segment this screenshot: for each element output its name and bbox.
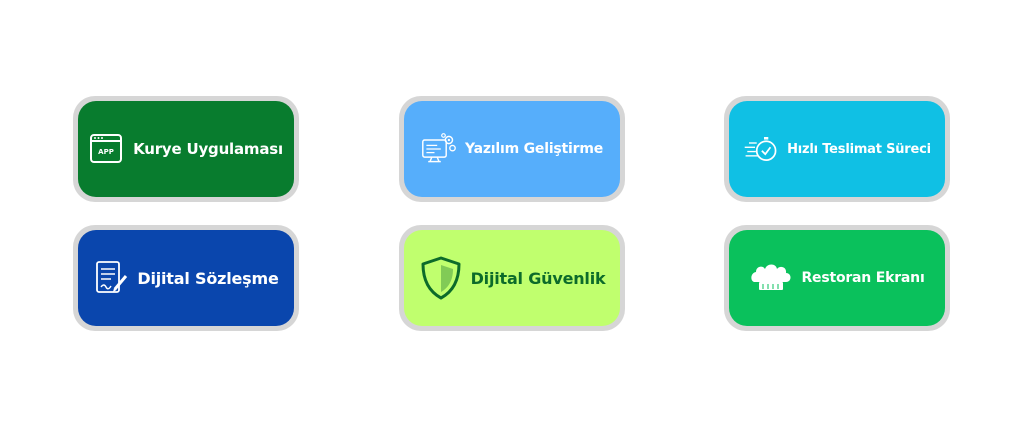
- card-frame-kurye: APP Kurye Uygulaması: [73, 96, 299, 202]
- svg-text:APP: APP: [98, 148, 114, 156]
- app-window-icon: APP: [89, 131, 125, 167]
- shield-icon: [419, 255, 463, 301]
- card-label: Restoran Ekranı: [801, 270, 925, 286]
- card-frame-yazilim: Yazılım Geliştirme: [399, 96, 625, 202]
- card-label: Hızlı Teslimat Süreci: [787, 141, 931, 157]
- card-frame-sozlesme: Dijital Sözleşme: [73, 225, 299, 331]
- yazilim-gelistirme-button[interactable]: Yazılım Geliştirme: [404, 101, 620, 197]
- card-frame-restoran: Restoran Ekranı: [724, 225, 950, 331]
- card-label: Kurye Uygulaması: [133, 140, 283, 158]
- card-label: Dijital Sözleşme: [137, 268, 279, 288]
- dijital-sozlesme-button[interactable]: Dijital Sözleşme: [78, 230, 294, 326]
- stopwatch-icon: [743, 131, 779, 167]
- card-frame-guvenlik: Dijital Güvenlik: [399, 225, 625, 331]
- dijital-guvenlik-button[interactable]: Dijital Güvenlik: [404, 230, 620, 326]
- contract-document-icon: [93, 260, 129, 296]
- software-dev-icon: [421, 131, 457, 167]
- card-label: Yazılım Geliştirme: [464, 141, 604, 157]
- restoran-ekrani-button[interactable]: Restoran Ekranı: [729, 230, 945, 326]
- card-label: Dijital Güvenlik: [470, 268, 606, 288]
- hizli-teslimat-sureci-button[interactable]: Hızlı Teslimat Süreci: [729, 101, 945, 197]
- kurye-uygulamasi-button[interactable]: APP Kurye Uygulaması: [78, 101, 294, 197]
- card-frame-teslimat: Hızlı Teslimat Süreci: [724, 96, 950, 202]
- chef-hat-icon: [749, 260, 793, 296]
